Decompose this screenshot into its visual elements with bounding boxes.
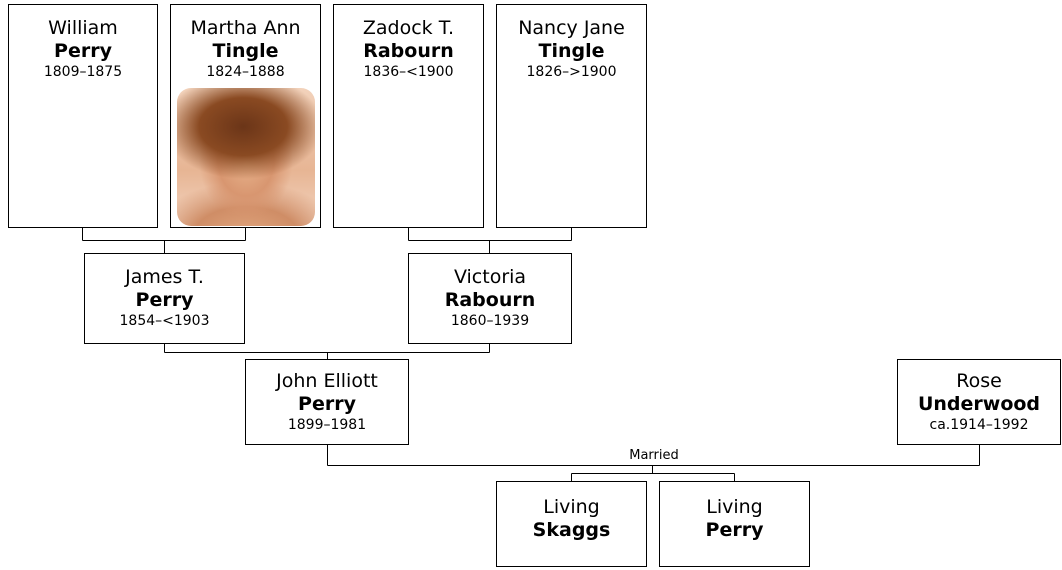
person-john-elliott-perry[interactable]: John Elliott Perry 1899–1981 [245,359,409,445]
surname: Perry [298,392,356,415]
given-name: James T. [125,266,204,288]
given-name: Living [543,496,600,518]
life-dates: 1824–1888 [206,63,285,80]
surname: Tingle [538,39,605,62]
person-victoria-rabourn[interactable]: Victoria Rabourn 1860–1939 [408,253,572,344]
given-name: Living [706,496,763,518]
given-name: Nancy Jane [518,17,625,39]
person-james-perry[interactable]: James T. Perry 1854–<1903 [84,253,245,344]
person-william-perry[interactable]: William Perry 1809–1875 [8,4,158,228]
life-dates: 1854–<1903 [119,312,210,329]
surname: Underwood [917,392,1041,415]
life-dates: 1899–1981 [287,416,367,433]
given-name: William [48,17,118,39]
surname: Tingle [212,39,279,62]
given-name: Martha Ann [190,17,301,39]
life-dates: ca.1914–1992 [929,416,1029,433]
surname: Rabourn [444,288,536,311]
person-living-skaggs[interactable]: Living Skaggs [496,481,647,567]
surname: Perry [705,518,764,541]
person-living-perry[interactable]: Living Perry [659,481,810,567]
surname: Perry [54,39,112,62]
surname: Skaggs [532,518,611,541]
given-name: Victoria [453,266,527,288]
person-martha-ann-tingle[interactable]: Martha Ann Tingle 1824–1888 [170,4,321,228]
life-dates: 1809–1875 [43,63,123,80]
portrait-photo [176,88,315,227]
given-name: Rose [956,370,1002,392]
given-name: Zadock T. [362,17,455,39]
given-name: John Elliott [276,370,378,392]
life-dates: 1826–>1900 [526,63,617,80]
person-nancy-jane-tingle[interactable]: Nancy Jane Tingle 1826–>1900 [496,4,647,228]
life-dates: 1836–<1900 [363,63,454,80]
life-dates: 1860–1939 [450,312,530,329]
marriage-label: Married [619,448,689,463]
person-rose-underwood[interactable]: Rose Underwood ca.1914–1992 [897,359,1061,445]
person-zadock-rabourn[interactable]: Zadock T. Rabourn 1836–<1900 [333,4,484,228]
surname: Perry [135,288,194,311]
surname: Rabourn [363,39,454,62]
